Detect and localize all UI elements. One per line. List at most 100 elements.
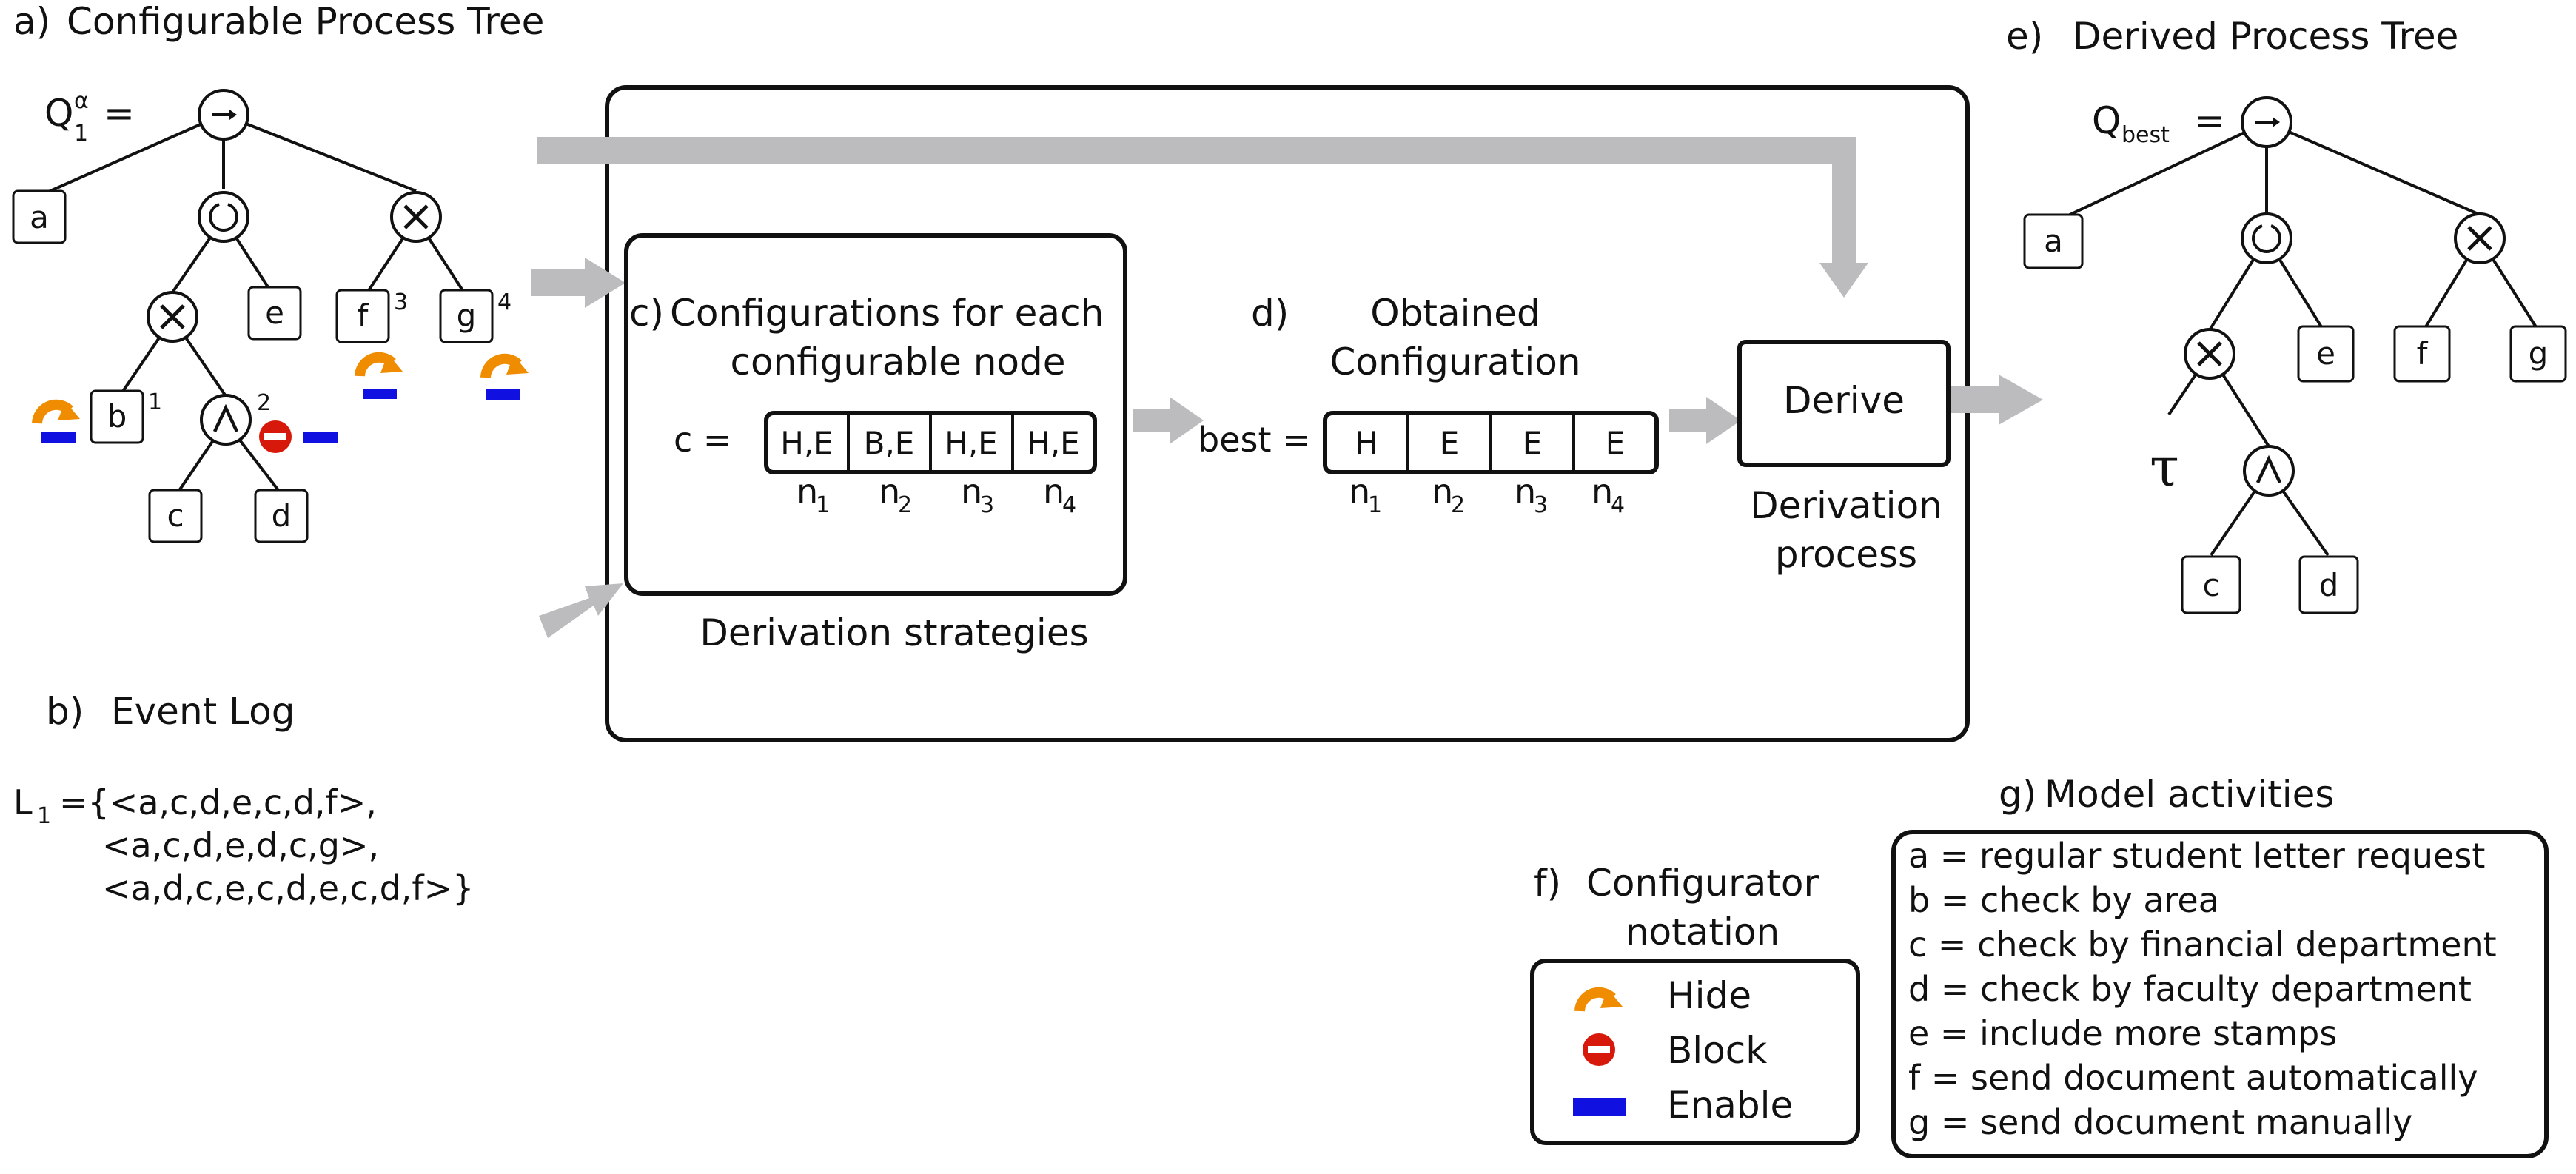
- config-c-cell-3: H,E: [945, 425, 997, 461]
- and-operator-icon: [201, 395, 250, 444]
- panel-c-caption: Derivation strategies: [700, 611, 1088, 654]
- config-best-cell-4: E: [1606, 425, 1626, 461]
- leaf-a-label: a: [30, 199, 49, 235]
- derive-caption-line-2: process: [1775, 533, 1917, 576]
- notation-block-label: Block: [1667, 1029, 1767, 1072]
- top-arrow-drop: [1832, 137, 1856, 270]
- derive-button[interactable]: [1737, 340, 1951, 467]
- hide-icon: [37, 401, 80, 423]
- event-log-line-3: <a,d,c,e,c,d,e,c,d,f>}: [102, 868, 474, 908]
- hide-icon: [360, 354, 403, 376]
- top-arrow-head: [1819, 263, 1868, 298]
- tree-a: Q 1 α = a e f g b c d: [12, 88, 529, 543]
- event-log-L: L: [13, 782, 33, 822]
- leaf-e: [247, 286, 302, 341]
- leaf-a: [12, 189, 67, 244]
- notation-enable-label: Enable: [1667, 1084, 1793, 1127]
- config-c-sub-1: 1: [816, 492, 830, 518]
- leaf-d: [254, 489, 309, 543]
- activity-e: e = include more stamps: [1908, 1013, 2337, 1053]
- leaf-b: [90, 389, 144, 444]
- config-c-label: c =: [674, 420, 731, 460]
- leaf-e-label: e: [265, 295, 284, 331]
- panel-b-title: Event Log: [111, 690, 295, 733]
- arrow-tree-to-strategies: [531, 258, 625, 308]
- config-c-sub-2: 2: [898, 492, 912, 518]
- tau-label: τ: [2150, 436, 2179, 498]
- activity-g: g = send document manually: [1908, 1102, 2412, 1142]
- activity-c: c = check by financial department: [1908, 925, 2497, 965]
- event-log-line-1: ={<a,c,d,e,c,d,f>,: [59, 782, 377, 822]
- derive-button-label: Derive: [1783, 379, 1905, 422]
- leaf-a: [2023, 213, 2084, 269]
- derive-caption-line-1: Derivation: [1750, 484, 1942, 527]
- activity-a: a = regular student letter request: [1908, 836, 2485, 876]
- leaf-d: [2298, 555, 2359, 614]
- leaf-d-label: d: [272, 497, 292, 534]
- config-c-node-4: n: [1043, 472, 1064, 511]
- activities-list: a = regular student letter request b = c…: [1908, 836, 2497, 1142]
- arrow-d-to-derive: [1669, 397, 1741, 444]
- activity-f: f = send document automatically: [1908, 1058, 2478, 1098]
- config-best-sub-1: 1: [1368, 492, 1382, 518]
- panel-f-title-line-1: Configurator: [1586, 862, 1819, 905]
- config-best-cell-1: H: [1355, 425, 1378, 461]
- leaf-c: [2181, 555, 2241, 614]
- panel-c-title-line-2: configurable node: [731, 341, 1066, 383]
- config-best-node-4: n: [1591, 472, 1613, 511]
- event-log: L 1 ={<a,c,d,e,c,d,f>, <a,c,d,e,d,c,g>, …: [13, 782, 474, 908]
- config-best-node-1: n: [1349, 472, 1370, 511]
- q-best-label: Q: [2092, 99, 2121, 142]
- top-arrow-bar: [537, 137, 1856, 164]
- config-c-sub-4: 4: [1062, 492, 1076, 518]
- panel-c-title-line-1: Configurations for each: [670, 292, 1104, 335]
- config-c-cell-1: H,E: [780, 425, 833, 461]
- xor-operator-icon: [392, 192, 440, 241]
- leaf-d-label: d: [2319, 567, 2339, 603]
- leaf-g-label: g: [2529, 335, 2549, 372]
- leaf-f-label: f: [2417, 335, 2429, 372]
- config-best-node-3: n: [1515, 472, 1536, 511]
- node-number-2: 2: [257, 390, 271, 416]
- panel-d-title-line-2: Configuration: [1329, 341, 1580, 383]
- config-best: best = H E E E n 1 n 2 n 3 n 4: [1198, 411, 1659, 518]
- activities-box: [1891, 830, 2549, 1158]
- config-best-cell-2: E: [1440, 425, 1460, 461]
- notation-hide-label: Hide: [1667, 974, 1751, 1017]
- q-alpha-sub: 1: [74, 121, 88, 147]
- q-best-eq: =: [2194, 99, 2225, 142]
- leaf-f-label: f: [358, 298, 369, 334]
- config-best-node-2: n: [1432, 472, 1453, 511]
- q-alpha-eq: =: [104, 92, 135, 135]
- enable-icon: [41, 432, 76, 443]
- hide-icon: [486, 355, 529, 378]
- q-alpha-sup: α: [74, 88, 89, 114]
- enable-icon: [303, 432, 338, 443]
- config-c-node-1: n: [796, 472, 818, 511]
- panel-e-letter: e): [2006, 15, 2043, 58]
- node-number-1: 1: [148, 389, 162, 415]
- config-best-label: best =: [1198, 420, 1311, 460]
- enable-icon: [486, 389, 520, 400]
- sequence-operator-icon: [198, 89, 249, 141]
- activity-b: b = check by area: [1908, 880, 2219, 920]
- event-log-line-2: <a,c,d,e,d,c,g>,: [102, 825, 379, 865]
- block-icon: [1583, 1033, 1615, 1066]
- config-best-sub-3: 3: [1534, 492, 1548, 518]
- config-c-sub-3: 3: [980, 492, 994, 518]
- panel-e-title: Derived Process Tree: [2073, 15, 2458, 58]
- node-number-4: 4: [497, 289, 511, 315]
- config-c-node-2: n: [879, 472, 900, 511]
- leaf-f: [2393, 325, 2451, 383]
- enable-icon: [1573, 1098, 1626, 1116]
- panel-a-letter: a): [13, 0, 50, 43]
- panel-a-title: Configurable Process Tree: [67, 0, 544, 43]
- panel-c-letter: c): [629, 292, 664, 335]
- block-icon: [259, 420, 292, 453]
- tree-e: Q best = a e f g c d τ: [2023, 96, 2567, 614]
- leaf-b-label: b: [107, 398, 127, 435]
- leaf-e: [2297, 325, 2355, 383]
- xor-operator-icon: [148, 292, 197, 341]
- leaf-g-label: g: [457, 298, 477, 334]
- event-log-sub: 1: [37, 803, 51, 829]
